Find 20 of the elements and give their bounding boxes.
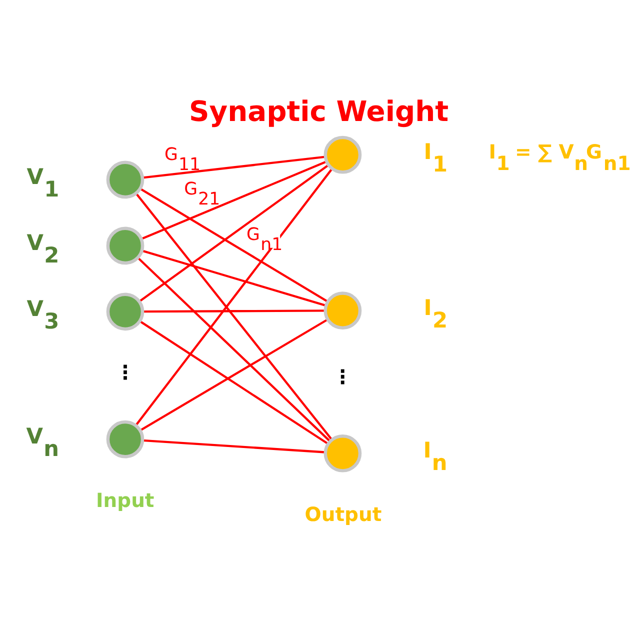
connector: [140, 160, 328, 240]
connector: [142, 156, 326, 179]
node-circle: [106, 292, 144, 331]
connector: [142, 439, 326, 454]
label: ⋮: [116, 361, 135, 384]
label: ⋮: [332, 366, 352, 388]
diagram-title: Synaptic Weight: [189, 95, 449, 128]
node-circle: [106, 420, 144, 458]
node-circle: [324, 136, 362, 174]
connector: [142, 250, 326, 307]
label: Input: [96, 488, 154, 512]
node-circle: [324, 434, 362, 472]
label: Output: [304, 502, 382, 526]
connector: [137, 256, 331, 442]
connector: [140, 188, 328, 302]
node-circle: [324, 292, 362, 330]
node-circle: [106, 226, 144, 265]
connector: [138, 164, 329, 302]
connector: [142, 310, 326, 313]
node-circle: [106, 160, 144, 199]
